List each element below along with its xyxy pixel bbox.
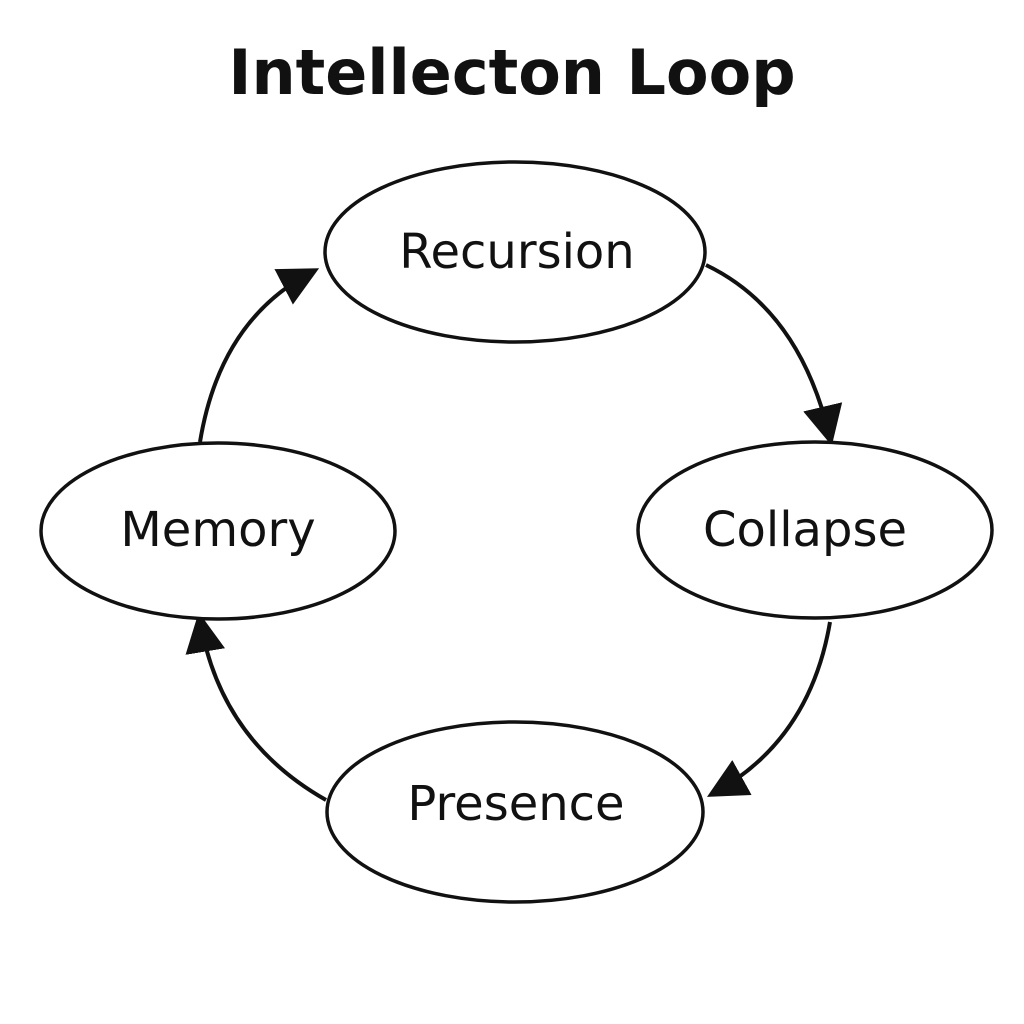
edge-presence-to-memory [185, 612, 327, 802]
node-label-presence: Presence [407, 776, 624, 832]
node-label-memory: Memory [120, 502, 315, 558]
node-memory: Memory [39, 441, 397, 621]
node-recursion: Recursion [323, 160, 707, 344]
edge-memory-to-recursion [198, 268, 320, 443]
edge-collapse-to-presence [706, 621, 832, 797]
node-collapse: Collapse [636, 440, 994, 620]
edge-recursion-to-collapse [705, 263, 843, 446]
node-label-recursion: Recursion [399, 224, 634, 280]
node-presence: Presence [325, 720, 705, 904]
diagram-title: Intellecton Loop [228, 36, 796, 109]
node-label-collapse: Collapse [703, 502, 907, 558]
